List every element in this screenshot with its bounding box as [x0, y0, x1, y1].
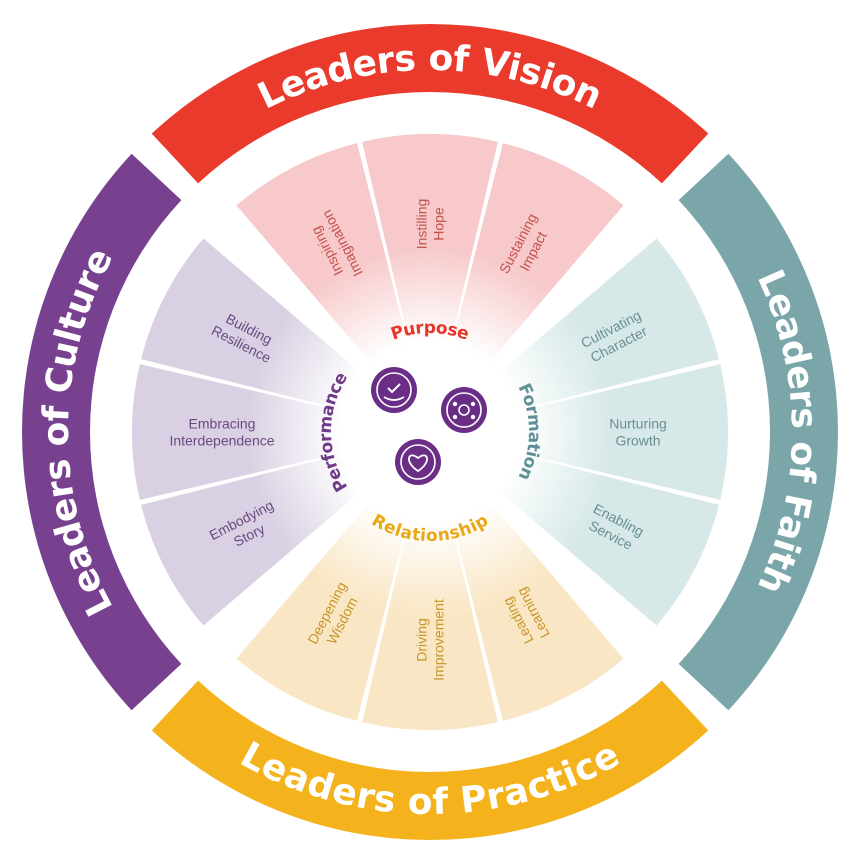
- inner-wedges: [132, 134, 729, 731]
- practice-wedge-1: [448, 489, 624, 721]
- culture-outer-arc: [22, 153, 182, 711]
- culture-wedge-1: [141, 450, 373, 626]
- vision-wedge-1: [236, 143, 412, 375]
- faith-wedge-1: [487, 238, 719, 414]
- faith-wedge-3: [487, 450, 719, 626]
- vision-wedge-2: [362, 134, 498, 359]
- practice-sub-label-2: DrivingImprovement: [414, 599, 447, 681]
- faith-wedge-2: [503, 364, 729, 500]
- vision-outer-arc: [151, 23, 709, 184]
- outer-ring: [22, 23, 839, 841]
- faith-outer-arc: [678, 153, 839, 711]
- people-network-icon: [441, 387, 487, 433]
- center-hub: [352, 354, 508, 510]
- culture-wedge-3: [141, 238, 373, 414]
- vision-sub-label-2: InstillingHope: [414, 199, 447, 250]
- practice-outer-arc: [151, 680, 709, 841]
- practice-wedge-2: [362, 505, 498, 731]
- culture-wedge-2: [132, 364, 357, 500]
- vision-wedge-3: [448, 143, 624, 375]
- heart-handshake-icon: [395, 439, 441, 485]
- hand-check-icon: [371, 367, 417, 413]
- practice-wedge-3: [236, 489, 412, 721]
